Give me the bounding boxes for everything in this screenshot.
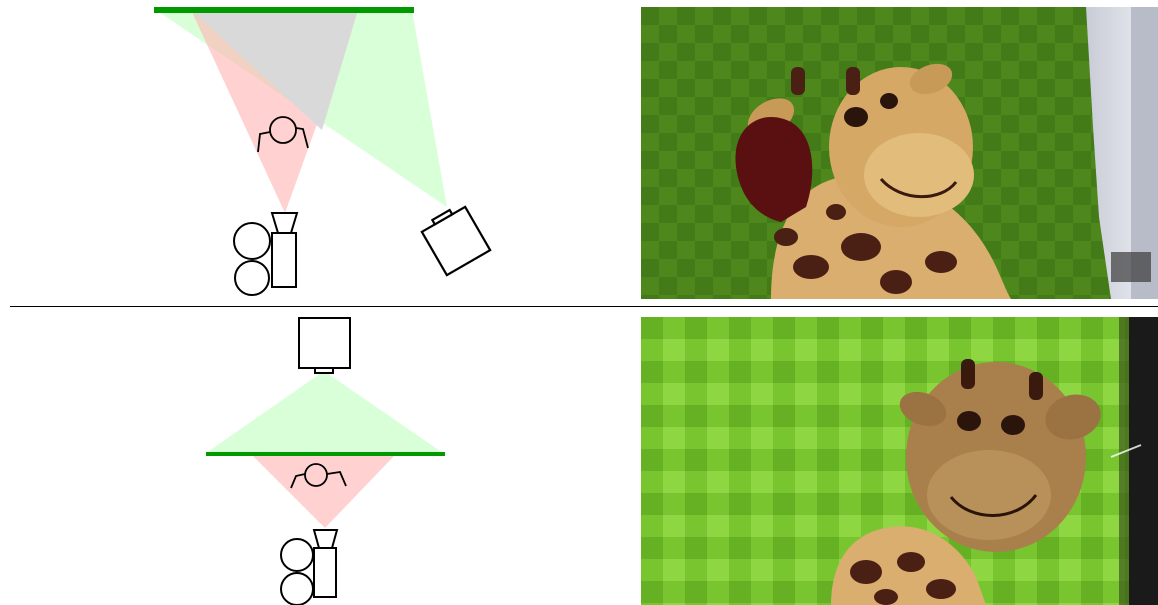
- projector-icon: [419, 203, 490, 276]
- projector-icon: [299, 318, 350, 373]
- camera-icon: [234, 213, 297, 295]
- camera-icon: [281, 530, 337, 605]
- photo-image: [641, 317, 1158, 605]
- photo-image: [641, 7, 1158, 299]
- giraffe-plush-photo-bottom: [641, 317, 1158, 605]
- projector-light-cone: [206, 371, 443, 453]
- diagram-angled-projector: [0, 0, 640, 305]
- giraffe-plush-photo-top: [641, 7, 1158, 299]
- diagram-rear-projector: [0, 307, 640, 605]
